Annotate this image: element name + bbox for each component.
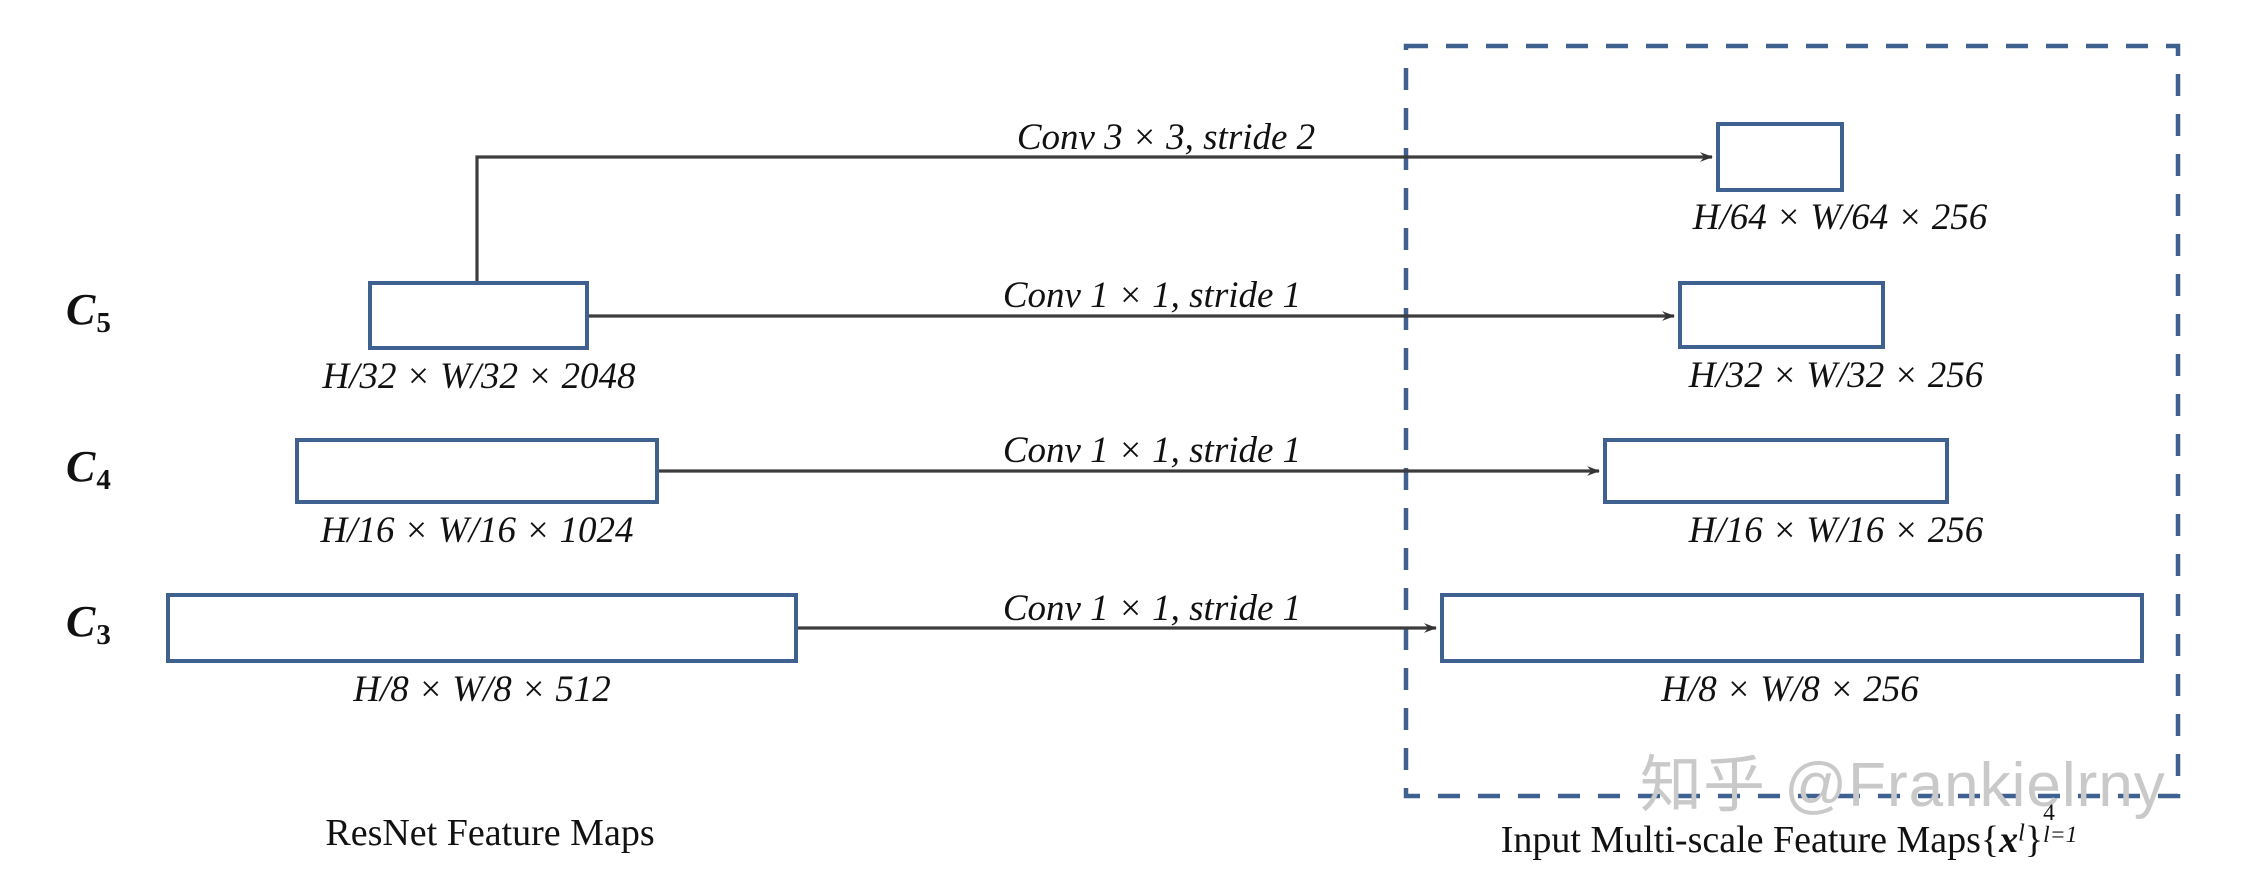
caption-index-lower: l=1: [2043, 821, 2078, 848]
x2-feature-map-dimensions: H/16 × W/16 × 256: [1688, 510, 1984, 551]
x1-feature-map-box[interactable]: [1440, 593, 2144, 663]
caption-close-brace: }: [2024, 819, 2044, 861]
c4-feature-map-box[interactable]: [295, 438, 659, 504]
resnet-feature-maps-caption: ResNet Feature Maps: [325, 812, 655, 854]
connector-c5-to-x4: [475, 152, 1713, 284]
stage-label-c4-base: C: [66, 442, 96, 491]
conv-1x1-stride-1-c4-label: Conv 1 × 1, stride 1: [1002, 430, 1302, 471]
c3-feature-map-box[interactable]: [166, 593, 798, 663]
c5-feature-map-dimensions: H/32 × W/32 × 2048: [322, 356, 636, 397]
x4-feature-map-dimensions: H/64 × W/64 × 256: [1692, 197, 1988, 238]
c5-feature-map-box[interactable]: [368, 281, 589, 350]
stage-label-c4-subscript: 4: [96, 464, 111, 497]
stage-label-c5-subscript: 5: [96, 307, 111, 340]
stage-label-c3-base: C: [66, 597, 96, 646]
stage-label-c5-base: C: [66, 285, 96, 334]
conv-1x1-stride-1-c5-label: Conv 1 × 1, stride 1: [1002, 275, 1302, 316]
conv-1x1-stride-1-c3-label: Conv 1 × 1, stride 1: [1002, 588, 1302, 629]
c4-feature-map-dimensions: H/16 × W/16 × 1024: [320, 510, 634, 551]
x3-feature-map-dimensions: H/32 × W/32 × 256: [1688, 355, 1984, 396]
c3-feature-map-dimensions: H/8 × W/8 × 512: [353, 669, 611, 710]
x4-feature-map-box[interactable]: [1716, 122, 1844, 192]
x2-feature-map-box[interactable]: [1603, 438, 1949, 504]
stage-label-c5: C5: [66, 288, 111, 338]
caption-superscript: l: [2018, 819, 2025, 847]
stage-label-c3: C3: [66, 600, 111, 650]
x3-feature-map-box[interactable]: [1678, 281, 1885, 349]
caption-index-upper: 4: [2043, 800, 2055, 827]
conv-3x3-stride-2-label: Conv 3 × 3, stride 2: [1016, 117, 1316, 158]
stage-label-c3-subscript: 3: [96, 619, 111, 652]
stage-label-c4: C4: [66, 445, 111, 495]
x1-feature-map-dimensions: H/8 × W/8 × 256: [1661, 669, 1919, 710]
caption-variable: x: [1999, 819, 2019, 861]
caption-prefix: Input Multi-scale Feature Maps{: [1500, 819, 2000, 861]
